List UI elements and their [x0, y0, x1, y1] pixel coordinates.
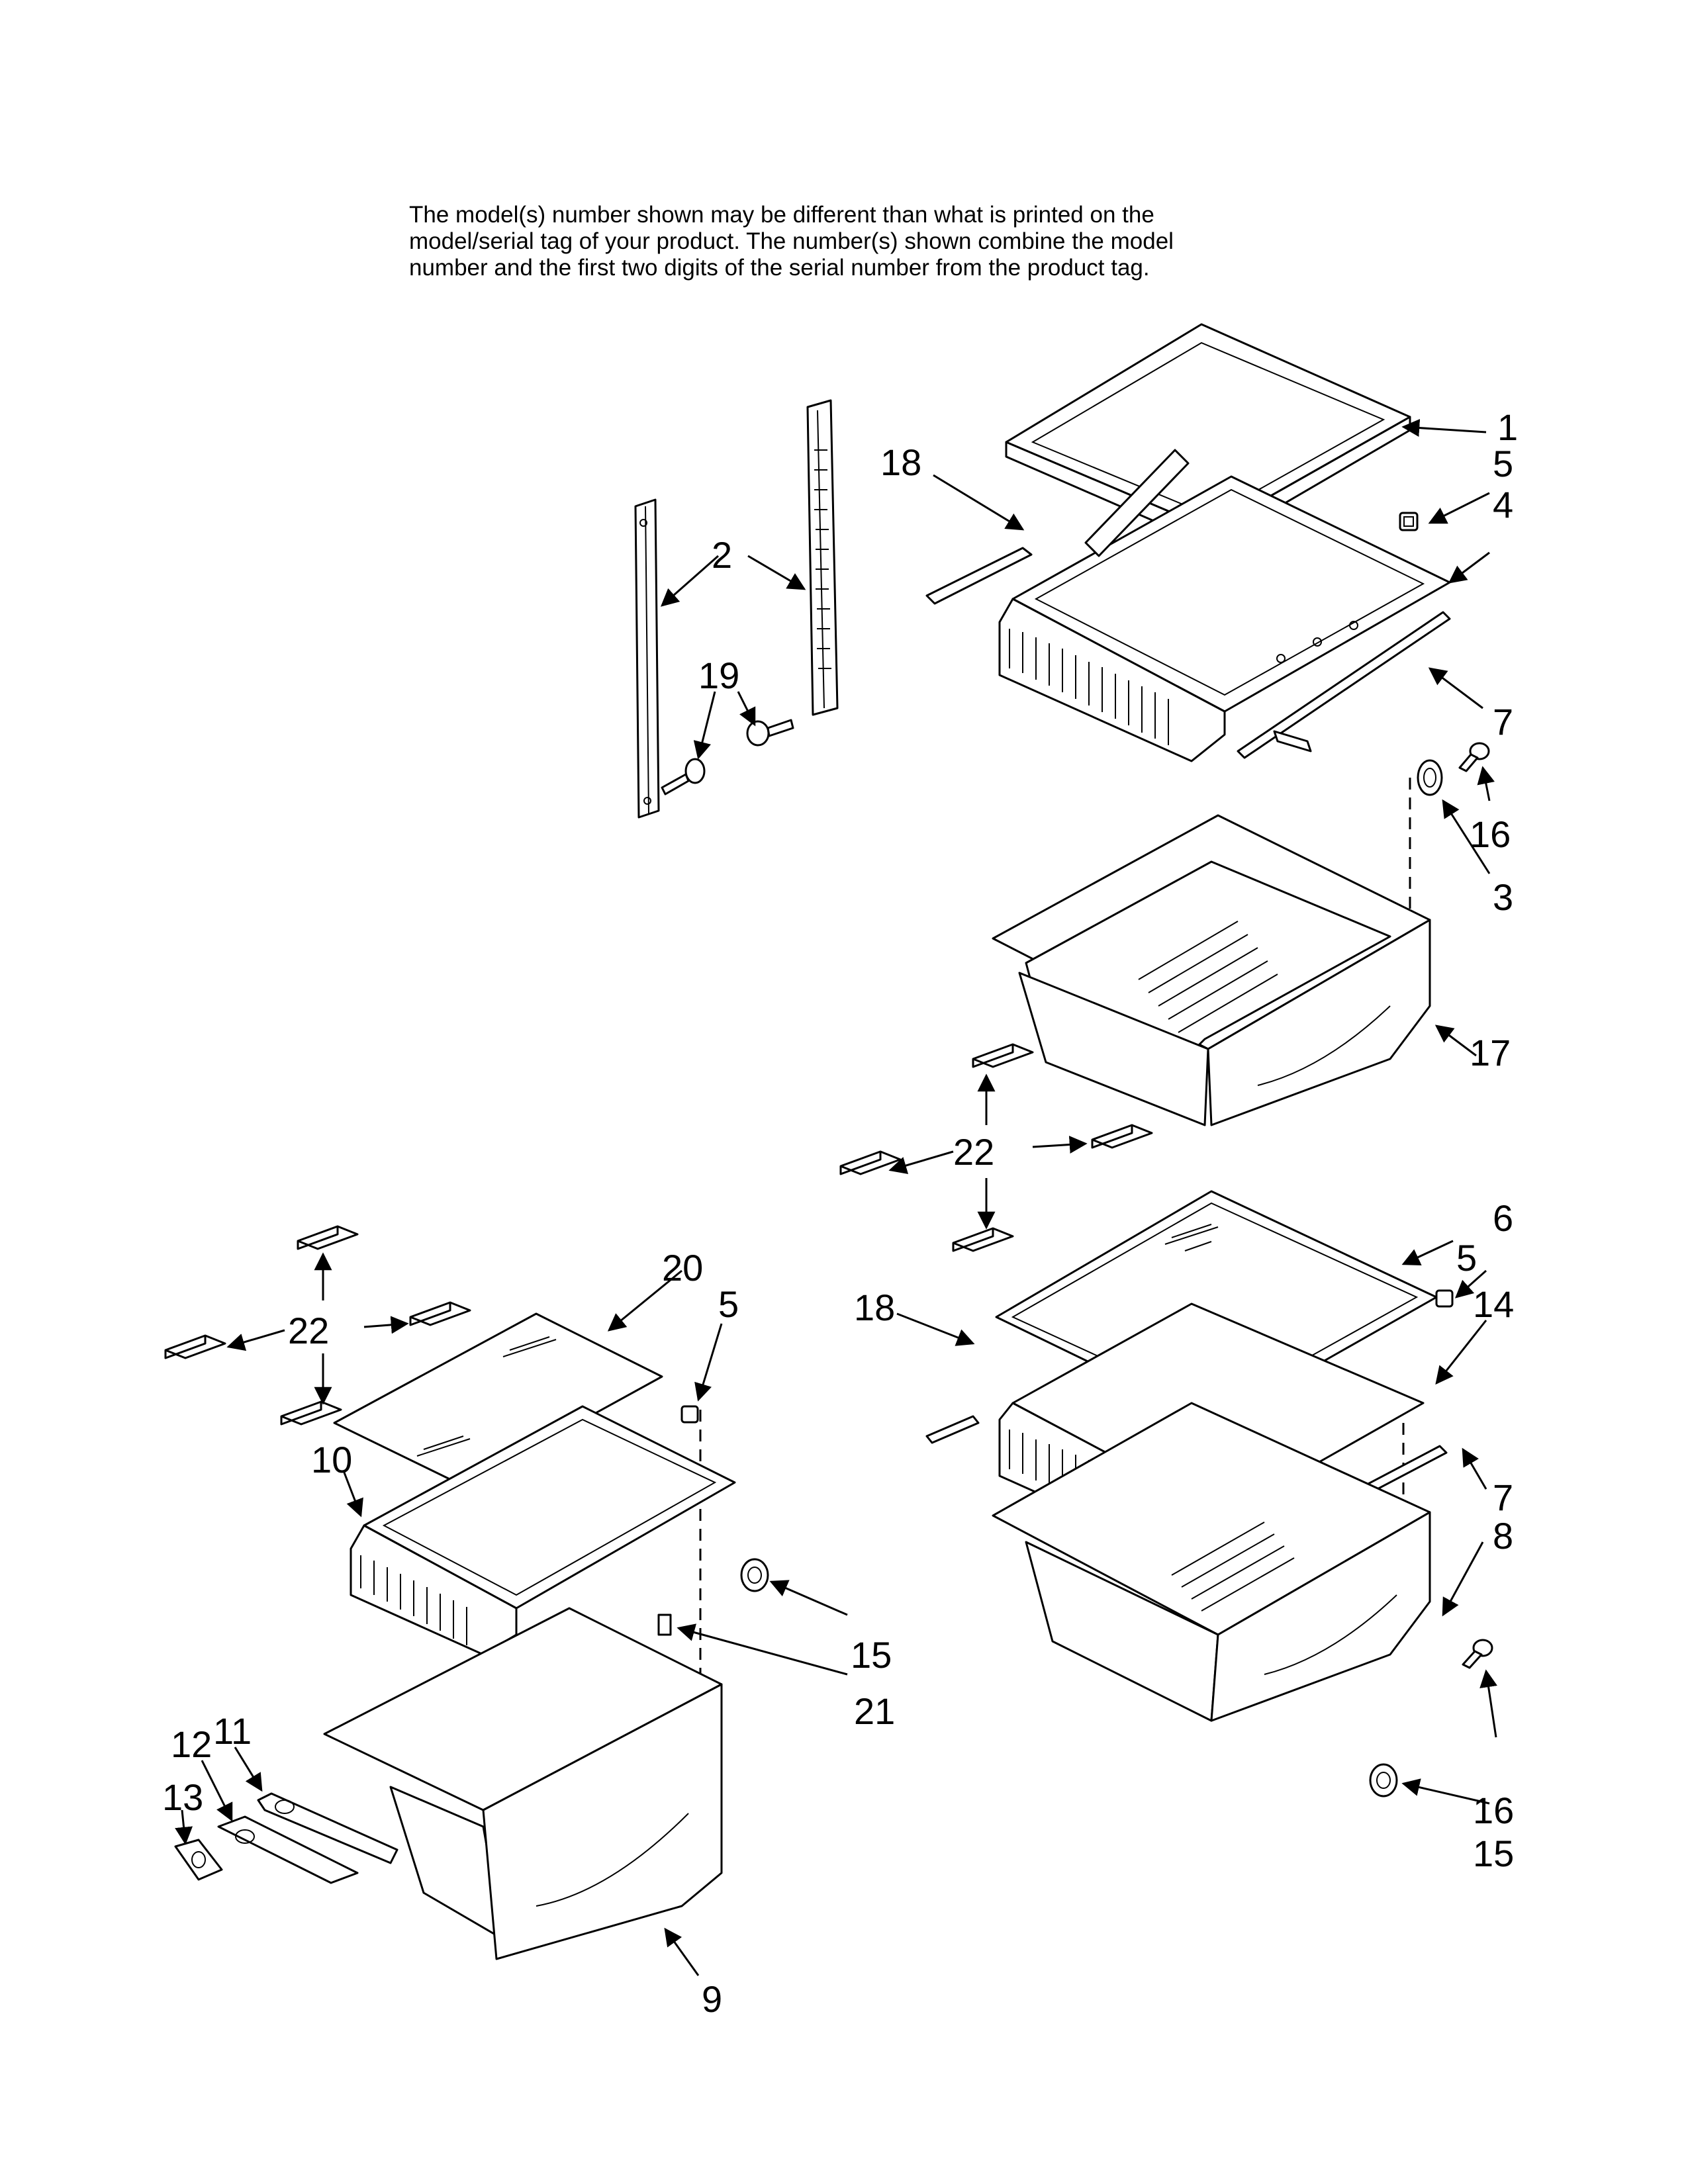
fastener-5-left	[680, 1405, 699, 1424]
shelf-rail-left	[634, 498, 660, 819]
callout-19: 19	[698, 655, 739, 696]
glass-shelf-20	[333, 1312, 663, 1487]
callout-5-middle: 5	[1456, 1237, 1477, 1279]
callout-12: 12	[171, 1723, 212, 1765]
callout-4: 4	[1493, 484, 1513, 525]
deli-drawer-9	[323, 1607, 723, 1960]
callout-20: 20	[662, 1247, 703, 1289]
callout-5-left: 5	[718, 1283, 739, 1325]
callout-6: 6	[1493, 1197, 1513, 1239]
callout-15-left: 15	[851, 1634, 892, 1676]
crisper-slide-rail-18-top	[925, 547, 1033, 605]
screw-16-top	[1458, 742, 1490, 772]
humidity-plate-12	[217, 1815, 359, 1884]
clip-22-left-right	[409, 1301, 471, 1326]
callout-1: 1	[1497, 406, 1518, 448]
fastener-5-middle	[1435, 1289, 1454, 1308]
crisper-drawer-8	[992, 1402, 1431, 1722]
callout-3: 3	[1493, 876, 1513, 918]
callout-14: 14	[1473, 1283, 1514, 1325]
callout-15-right: 15	[1473, 1833, 1514, 1874]
clip-22-right-top	[972, 1043, 1034, 1068]
callout-2: 2	[712, 534, 732, 576]
screw-19-right	[746, 719, 794, 747]
header-note: The model(s) number shown may be differe…	[409, 202, 1336, 281]
crisper-drawer-17	[992, 814, 1431, 1126]
clip-22-right-bottom	[952, 1227, 1014, 1252]
callout-13: 13	[162, 1776, 203, 1818]
callout-16-bottom: 16	[1473, 1790, 1514, 1831]
shelf-rail-right	[806, 399, 839, 716]
pin-21	[657, 1614, 672, 1636]
callout-8: 8	[1493, 1515, 1513, 1557]
callout-labels: 1 2 3 4 5 6 7 7 8 9 10 11 12 13 14 15 15…	[162, 406, 1518, 2020]
roller-3	[1417, 759, 1443, 796]
callout-18-bottom: 18	[854, 1287, 895, 1328]
callout-5-top: 5	[1493, 443, 1513, 484]
clip-22-left-bottom	[280, 1400, 342, 1426]
clip-22-left-left	[164, 1334, 226, 1359]
fastener-5-top	[1399, 512, 1419, 531]
roller-15-left	[740, 1558, 769, 1592]
crisper-slide-rail-18-bottom	[925, 1415, 980, 1444]
callout-10: 10	[311, 1439, 352, 1480]
callout-22-right: 22	[953, 1131, 994, 1173]
screw-16-bottom	[1462, 1639, 1493, 1669]
roller-15-right	[1369, 1763, 1398, 1797]
crisper-frame-4	[998, 475, 1451, 762]
clip-22-right-right	[1091, 1124, 1153, 1149]
deli-frame-10	[350, 1405, 736, 1656]
callout-22-left: 22	[288, 1310, 329, 1351]
callout-21: 21	[854, 1690, 895, 1732]
callout-11: 11	[213, 1710, 252, 1752]
callout-9: 9	[702, 1978, 722, 2020]
callout-16-top: 16	[1470, 813, 1511, 855]
note-line-3: number and the first two digits of the s…	[409, 255, 1150, 281]
humidity-slider-11	[257, 1792, 399, 1864]
callout-17: 17	[1470, 1032, 1511, 1073]
clip-22-left-top	[297, 1225, 359, 1250]
humidity-cover-13	[174, 1839, 223, 1881]
crisper-tube	[1084, 449, 1190, 557]
callout-7-top: 7	[1493, 701, 1513, 743]
note-line-1: The model(s) number shown may be differe…	[409, 202, 1154, 228]
callout-18-top: 18	[880, 441, 921, 483]
callout-7-bottom: 7	[1493, 1477, 1513, 1518]
drawer-slide-7-top	[1237, 611, 1451, 759]
screw-19-left	[661, 758, 706, 796]
note-line-2: model/serial tag of your product. The nu…	[409, 228, 1174, 254]
leader-lines	[175, 419, 1497, 1976]
